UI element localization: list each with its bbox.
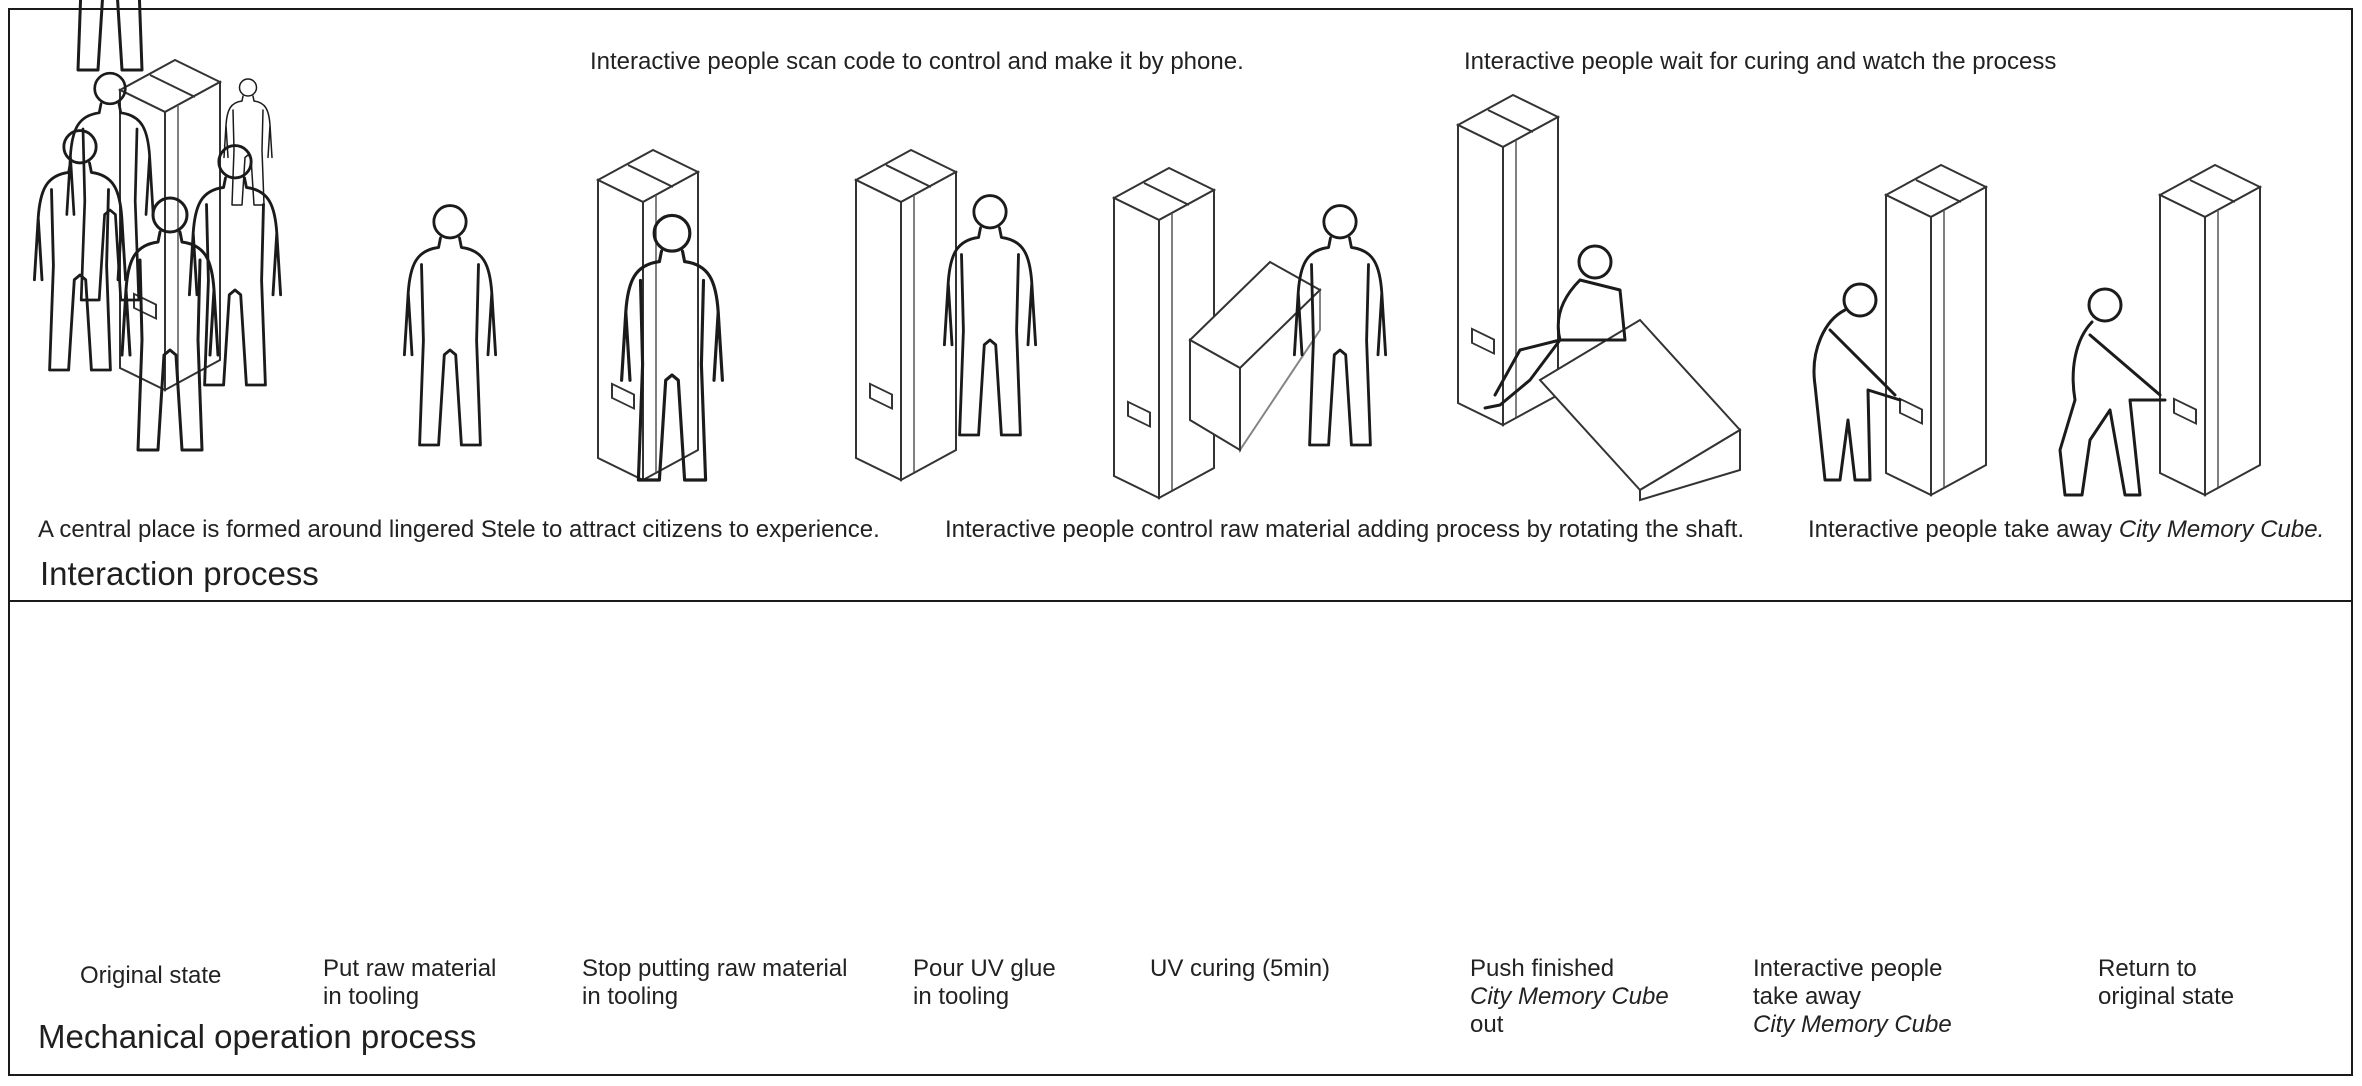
caption-central-place: A central place is formed around lingere… [38,516,880,544]
scene-reach-stele [1814,165,1986,495]
step-5-label: UV curing (5min) [1150,955,1330,983]
caption-take-away-cube: City Memory Cube. [2119,516,2324,543]
scene-take-away [2060,165,2260,495]
caption-take-away-text: Interactive people take away [1808,516,2119,543]
step-2-label: Put raw material in tooling [323,955,496,1011]
interaction-process-title: Interaction process [40,555,319,593]
caption-rotate-shaft: Interactive people control raw material … [945,516,1744,544]
scene-scan-code [598,150,722,480]
scene-beside-stele [856,150,1036,480]
caption-scan-code: Interactive people scan code to control … [590,48,1244,76]
caption-take-away: Interactive people take away City Memory… [1808,516,2324,544]
mechanical-process-title: Mechanical operation process [38,1018,476,1056]
step-4-label: Pour UV glue in tooling [913,955,1056,1011]
scene-crowd-around-stele [34,0,280,450]
step-8-label: Return to original state [2098,955,2234,1011]
step-3-label: Stop putting raw material in tooling [582,955,847,1011]
caption-wait-curing: Interactive people wait for curing and w… [1464,48,2056,76]
step-6-label: Push finished City Memory Cube out [1470,955,1669,1039]
scene-wait-curing [1458,95,1740,500]
scene-lone-person [404,206,495,445]
step-1-label: Original state [80,962,221,990]
scene-rotating-shaft [1114,168,1386,498]
step-7-label: Interactive people take away City Memory… [1753,955,1952,1039]
